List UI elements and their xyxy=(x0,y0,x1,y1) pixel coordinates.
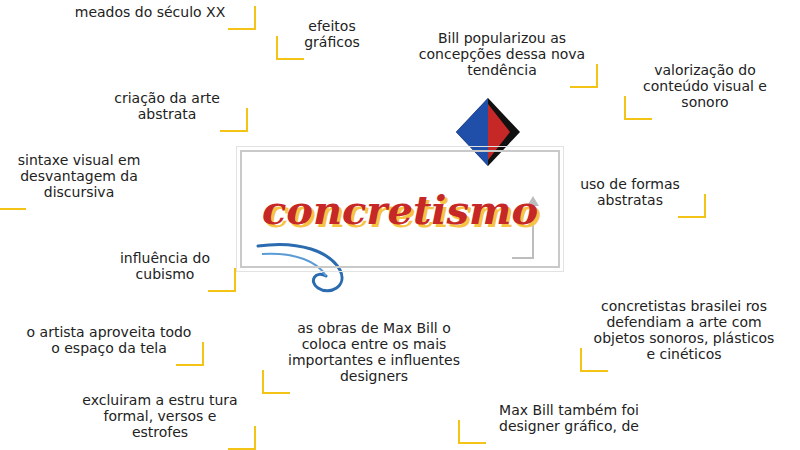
swirl xyxy=(262,254,326,276)
note-text: sintaxe visual em desvantagem da discurs… xyxy=(4,150,154,206)
note-text: excluiram a estru tura formal, versos e … xyxy=(70,390,250,446)
note-text: concretistas brasilei ros defendiam a ar… xyxy=(586,296,782,368)
diamond-emblem xyxy=(456,98,520,166)
note-text: efeitos gráficos xyxy=(282,16,382,56)
note-text: meados do século XX xyxy=(50,2,250,26)
central-title: concretismo xyxy=(262,186,538,233)
note-text: Bill popularizou as concepções dessa nov… xyxy=(412,28,592,84)
note-text: o artista aproveita todo o espaço da tel… xyxy=(20,322,198,362)
note-text: as obras de Max Bill o coloca entre os m… xyxy=(268,318,480,390)
title-frame: concretismo xyxy=(240,150,560,268)
note-text: Max Bill também foi designer gráfico, de xyxy=(464,400,674,440)
note-text: influência do cubismo xyxy=(100,248,230,288)
note-text: uso de formas abstratas xyxy=(560,174,700,214)
note-text: valorização do conteúdo visual e sonoro xyxy=(630,60,780,116)
note-text: criação da arte abstrata xyxy=(92,88,242,128)
